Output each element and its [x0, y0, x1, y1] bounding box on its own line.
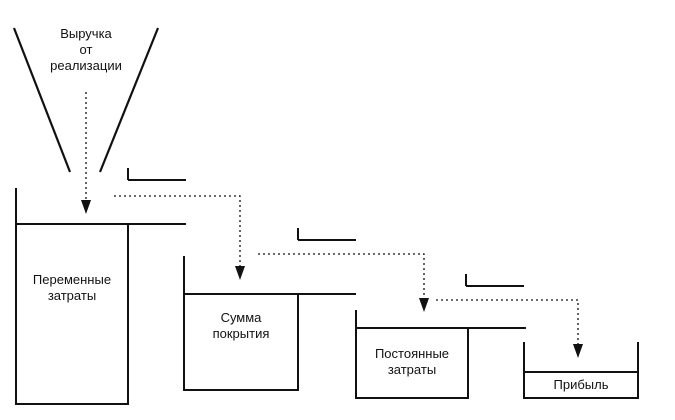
- funnel-label: Выручка от реализации: [36, 26, 136, 74]
- box-fixed-costs-label: Постоянные затраты: [356, 346, 468, 378]
- box-profit-label: Прибыль: [524, 377, 638, 393]
- funnel-label-line-1: Выручка: [60, 26, 112, 41]
- flow-arrowhead-1: [235, 266, 245, 280]
- flow-arrowhead-2: [419, 298, 429, 312]
- box-variable-costs-line-1: Переменные: [32, 272, 112, 287]
- box-contribution-line-2: покрытия: [212, 326, 270, 341]
- box-contribution-label: Сумма покрытия: [184, 310, 298, 342]
- box-variable-costs-line-2: затраты: [47, 288, 97, 303]
- funnel-left-side: [12, 27, 72, 173]
- container-3-wall: [355, 310, 526, 399]
- funnel-arrowhead: [81, 200, 91, 214]
- funnel-label-line-3: реализации: [50, 58, 122, 73]
- container-4-wall: [523, 342, 639, 399]
- box-profit-line-1: Прибыль: [553, 377, 609, 392]
- box-fixed-costs-line-1: Постоянные: [374, 346, 450, 361]
- box-fixed-costs-line-2: затраты: [387, 362, 437, 377]
- box-contribution-line-1: Сумма: [220, 310, 262, 325]
- flow-arrow-2: [258, 253, 425, 300]
- flow-arrow-3: [436, 299, 579, 346]
- container-1-wall: [15, 188, 186, 405]
- container-2-wall: [183, 256, 356, 391]
- flow-arrow-1: [114, 195, 241, 268]
- funnel-right-side: [98, 27, 160, 173]
- funnel-label-line-2: от: [79, 42, 93, 57]
- flow-arrowhead-3: [573, 344, 583, 358]
- box-variable-costs-label: Переменные затраты: [16, 272, 128, 304]
